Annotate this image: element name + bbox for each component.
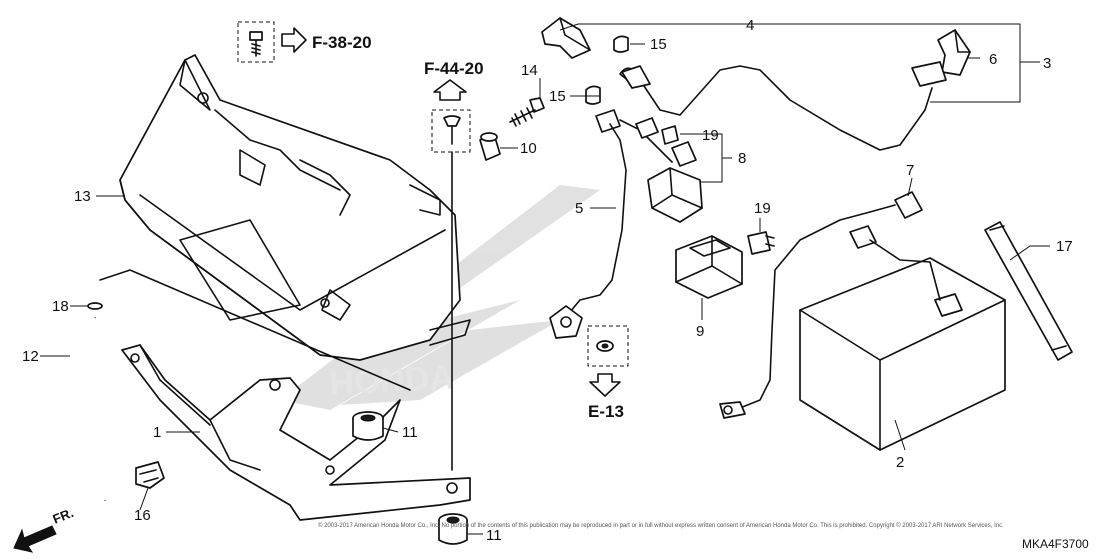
callout-12[interactable]: 13 bbox=[74, 188, 91, 205]
drain-tube-13[interactable] bbox=[68, 316, 107, 501]
callout-3[interactable]: 3 bbox=[1043, 55, 1051, 72]
callout-16[interactable]: 16 bbox=[134, 507, 151, 524]
diagram-code: MKA4F3700 bbox=[1022, 537, 1089, 551]
battery-2[interactable] bbox=[799, 225, 1006, 451]
callout-18[interactable]: 17 bbox=[1056, 238, 1073, 255]
callout-11-lower[interactable]: 11 bbox=[486, 527, 502, 544]
callout-19-upper[interactable]: 19 bbox=[702, 127, 719, 144]
arrow-down-e13 bbox=[589, 373, 621, 397]
ground-cable-7[interactable] bbox=[719, 191, 923, 419]
callout-17[interactable]: 18 bbox=[52, 298, 69, 315]
clamp-16[interactable] bbox=[135, 461, 165, 489]
bushing-e13[interactable] bbox=[587, 325, 629, 367]
callout-13[interactable]: 12 bbox=[22, 348, 39, 365]
ref-f-38-20[interactable]: F-38-20 bbox=[312, 33, 372, 52]
terminal-cap-4[interactable] bbox=[541, 17, 591, 59]
arrow-up-f44 bbox=[433, 79, 467, 101]
front-label: FR. bbox=[51, 505, 76, 527]
terminal-cap-6[interactable] bbox=[911, 29, 971, 87]
arrow-right-f38 bbox=[281, 27, 307, 53]
connector-19-lower[interactable] bbox=[747, 231, 775, 255]
screw-f44[interactable] bbox=[431, 109, 471, 153]
callout-15-upper[interactable]: 15 bbox=[650, 36, 667, 53]
battery-band-18[interactable] bbox=[984, 221, 1073, 361]
negative-cable-5[interactable] bbox=[549, 109, 627, 339]
callout-8[interactable]: 8 bbox=[738, 150, 746, 167]
collar-10[interactable] bbox=[479, 132, 501, 161]
fuse-box-9[interactable] bbox=[675, 235, 743, 299]
connector-19-upper[interactable] bbox=[661, 125, 679, 145]
rubber-cushion-11-upper[interactable] bbox=[352, 411, 384, 441]
rubber-cushion-11-lower[interactable] bbox=[438, 513, 468, 545]
callout-11-upper[interactable]: 11 bbox=[402, 424, 418, 441]
ref-f-44-20[interactable]: F-44-20 bbox=[424, 59, 484, 78]
callout-7[interactable]: 7 bbox=[906, 162, 914, 179]
callout-2[interactable]: 2 bbox=[896, 454, 904, 471]
svg-text:HONDA: HONDA bbox=[328, 359, 454, 403]
callout-5[interactable]: 5 bbox=[575, 200, 583, 217]
callout-14[interactable]: 14 bbox=[521, 62, 538, 79]
starter-relay-8[interactable] bbox=[619, 117, 703, 223]
positive-cable-3[interactable] bbox=[619, 65, 933, 151]
leader-lines bbox=[40, 23, 1050, 535]
callout-4[interactable]: 4 bbox=[746, 17, 754, 34]
bolt-14[interactable] bbox=[509, 97, 545, 127]
callout-1[interactable]: 1 bbox=[153, 424, 161, 441]
ref-e-13[interactable]: E-13 bbox=[588, 402, 624, 421]
battery-tray-bracket-1[interactable] bbox=[99, 269, 471, 521]
copyright-text: © 2003-2017 American Honda Motor Co., In… bbox=[318, 522, 1004, 529]
callout-6[interactable]: 6 bbox=[989, 51, 997, 68]
battery-box[interactable] bbox=[119, 54, 471, 361]
clip-15-lower[interactable] bbox=[585, 85, 601, 105]
callout-10[interactable]: 10 bbox=[520, 140, 537, 157]
clip-15-upper[interactable] bbox=[613, 35, 629, 53]
callout-15-lower[interactable]: 15 bbox=[549, 88, 566, 105]
callout-9[interactable]: 9 bbox=[696, 323, 704, 340]
bolt-f38[interactable] bbox=[237, 21, 275, 63]
front-arrow-icon bbox=[13, 525, 57, 553]
callout-19-lower[interactable]: 19 bbox=[754, 200, 771, 217]
clip-17[interactable] bbox=[87, 302, 103, 310]
